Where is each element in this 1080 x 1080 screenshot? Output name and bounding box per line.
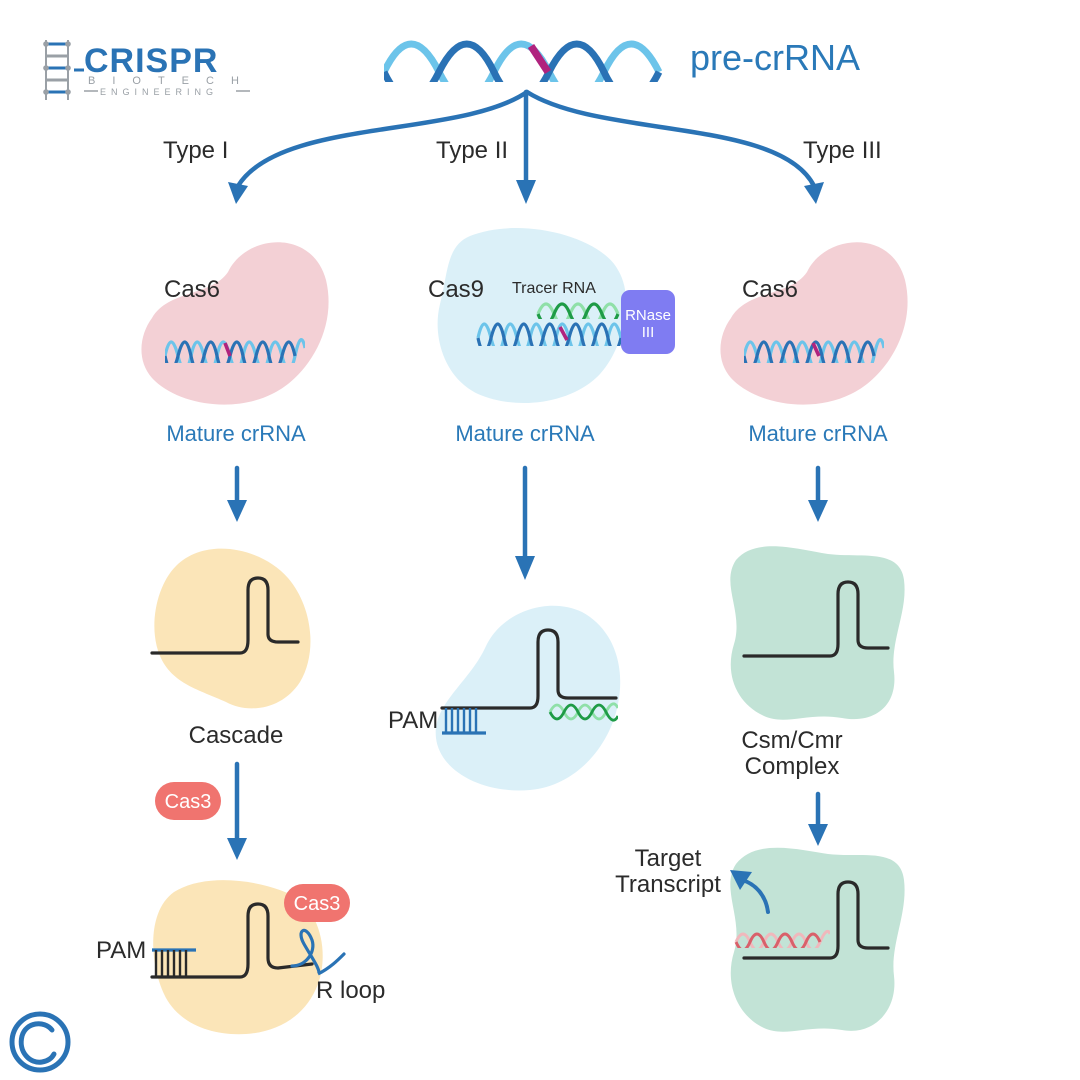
pre-crrna-helix bbox=[384, 40, 663, 82]
type3-product-label: Mature crRNA bbox=[748, 421, 888, 446]
tracer-rna-label: Tracer RNA bbox=[512, 280, 596, 297]
csm-label-line2: Complex bbox=[745, 753, 840, 780]
logo-line2: BIOTECH bbox=[88, 75, 256, 87]
cas6-protein-type3 bbox=[720, 242, 908, 405]
tracer-rna-helix bbox=[536, 302, 620, 319]
type2-enzyme-label: Cas9 bbox=[428, 276, 484, 303]
type1-product-label: Mature crRNA bbox=[166, 421, 306, 446]
cascade-label: Cascade bbox=[189, 722, 284, 749]
cas9-target-strand bbox=[440, 628, 618, 710]
r-loop-label: R loop bbox=[316, 977, 385, 1004]
rnase-label-line2: III bbox=[642, 324, 655, 341]
csm-label-line1: Csm/Cmr bbox=[741, 727, 842, 754]
type2-label: Type II bbox=[436, 137, 508, 164]
cascade-crrna-strand bbox=[150, 576, 300, 655]
csm-target-crrna-strand bbox=[742, 880, 890, 960]
pam-label-left: PAM bbox=[96, 937, 146, 964]
down-arrows bbox=[227, 465, 828, 860]
cascade-cas3-protein bbox=[153, 880, 323, 1035]
cas6-protein-type1 bbox=[141, 242, 329, 405]
pam-label-mid: PAM bbox=[388, 707, 438, 734]
branch-arrows bbox=[228, 89, 824, 204]
dna-ladder-icon bbox=[43, 40, 84, 100]
type2-crrna-helix bbox=[476, 322, 622, 346]
type2-product-label: Mature crRNA bbox=[455, 421, 595, 446]
type1-crrna-helix bbox=[165, 338, 305, 363]
copyright-icon: © bbox=[9, 1011, 71, 1073]
type1-enzyme-label: Cas6 bbox=[164, 276, 220, 303]
csm-crrna-strand bbox=[742, 580, 890, 658]
r-loop-crrna-strand bbox=[150, 902, 314, 979]
cas3-label-b: Cas3 bbox=[294, 893, 341, 915]
cas9-pam-ladder bbox=[442, 708, 486, 735]
target-label-line1: Target bbox=[635, 845, 702, 872]
csm-cmr-protein bbox=[730, 546, 905, 720]
logo-line3: ENGINEERING bbox=[100, 87, 218, 97]
pre-crrna-label: pre-crRNA bbox=[690, 37, 860, 78]
type3-label: Type III bbox=[803, 137, 882, 164]
logo-word: CRISPR bbox=[84, 42, 218, 80]
cascade-protein bbox=[154, 548, 311, 709]
r-loop-ladder bbox=[152, 948, 196, 977]
target-label-line2: Transcript bbox=[615, 871, 721, 898]
rnase-label-line1: RNase bbox=[625, 307, 671, 324]
cas3-badge-bound: Cas3 bbox=[284, 884, 350, 922]
type3-crrna-helix bbox=[744, 338, 884, 363]
cas9-active-protein bbox=[435, 605, 621, 791]
target-release-arrowhead bbox=[730, 870, 752, 890]
rnase3-protein: RNase III bbox=[621, 290, 675, 354]
r-loop-strand bbox=[290, 928, 346, 976]
cas3-label-a: Cas3 bbox=[165, 791, 212, 813]
logo: CRISPR BIOTECH ENGINEERING bbox=[43, 40, 256, 100]
cas9-protein-type2 bbox=[437, 228, 627, 404]
type1-label: Type I bbox=[163, 137, 228, 164]
type3-enzyme-label: Cas6 bbox=[742, 276, 798, 303]
target-transcript-helix bbox=[734, 929, 830, 948]
cas9-tracer-helix bbox=[548, 702, 618, 722]
cas3-badge-floating: Cas3 bbox=[155, 782, 221, 820]
